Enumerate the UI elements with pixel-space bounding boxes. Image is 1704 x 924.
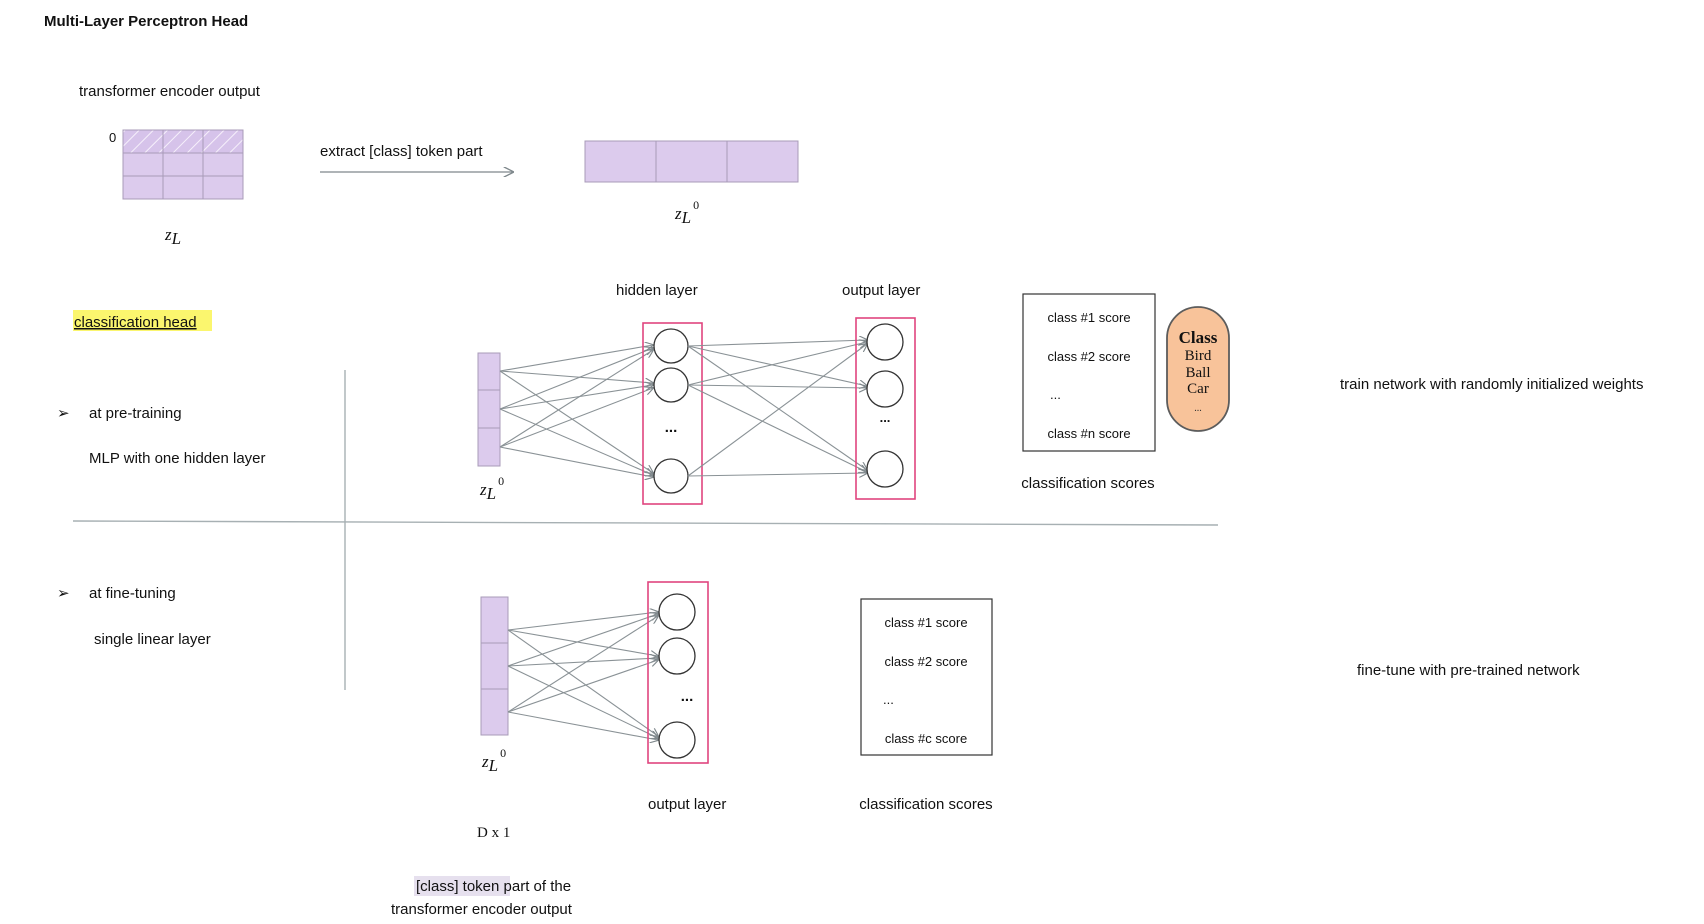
hidden-ellipsis: ...	[665, 419, 678, 436]
hidden-node	[653, 458, 689, 494]
pretraining-heading: at pre-training	[89, 405, 182, 422]
pretraining-note: train network with randomly initialized …	[1340, 376, 1643, 393]
badge-item: Ball	[1186, 365, 1211, 381]
footer-highlight: [class] token	[416, 878, 499, 895]
finetuning-input-var: zL0	[481, 746, 506, 775]
footer-line1: [class] token part of the	[416, 878, 571, 895]
finetuning-input-vector	[480, 596, 509, 736]
output-node	[866, 370, 904, 408]
output-node	[866, 450, 904, 488]
footer-highlight-bg	[414, 876, 510, 896]
classification-head-label: classification head	[74, 314, 197, 331]
hidden-node	[653, 328, 689, 364]
extract-var: zL0	[674, 198, 699, 227]
scores-box-pretraining	[1022, 293, 1156, 452]
output-node	[658, 637, 696, 675]
pretraining-input-var: zL0	[479, 474, 504, 503]
hidden-layer-frame	[642, 322, 703, 505]
score-item: class #2 score	[884, 654, 967, 669]
page-title: Multi-Layer Perceptron Head	[44, 13, 248, 30]
encoder-row-index: 0	[109, 130, 116, 145]
class-badge: Class Bird Ball Car ...	[1166, 306, 1230, 432]
score-item: class #1 score	[884, 615, 967, 630]
class-token-vector	[584, 140, 799, 183]
output-layer-label-pretraining: output layer	[842, 282, 920, 299]
badge-title: Class	[1179, 328, 1218, 347]
badge-item: Bird	[1185, 348, 1212, 364]
score-item: class #2 score	[1047, 349, 1130, 364]
hidden-layer-label: hidden layer	[616, 282, 698, 299]
finetuning-subheading: single linear layer	[94, 631, 211, 648]
pretraining-connections-hidden-output	[687, 340, 867, 476]
output-layer-label-finetuning: output layer	[648, 796, 726, 813]
pretraining-input-vector	[477, 352, 501, 467]
output-node	[658, 593, 696, 631]
output-layer-frame-finetuning	[647, 581, 709, 764]
vector-dims: D x 1	[477, 825, 510, 841]
hidden-node	[653, 367, 689, 403]
finetuning-heading: at fine-tuning	[89, 585, 176, 602]
encoder-matrix	[122, 129, 244, 200]
scores-caption-pretraining: classification scores	[1021, 475, 1154, 492]
classification-head-highlight	[73, 310, 212, 331]
output-node	[658, 721, 696, 759]
finetuning-bullet: ➢	[57, 585, 70, 602]
output-node	[866, 323, 904, 361]
encoder-var: zL	[164, 225, 181, 248]
pretraining-bullet: ➢	[57, 405, 70, 422]
score-item: class #c score	[885, 731, 967, 746]
badge-more: ...	[1194, 403, 1202, 414]
score-item: ...	[1050, 387, 1061, 402]
footer-rest: part of the	[499, 878, 571, 895]
score-item: ...	[883, 692, 894, 707]
footer-line2: transformer encoder output	[391, 901, 573, 918]
output-layer-frame-pretraining	[855, 317, 916, 500]
scores-box-finetuning	[860, 598, 993, 756]
output-ellipsis-finetuning: ...	[681, 688, 694, 705]
horizontal-divider	[72, 520, 1219, 526]
finetuning-connections	[507, 612, 658, 740]
score-item: class #n score	[1047, 426, 1130, 441]
encoder-caption: transformer encoder output	[79, 83, 261, 100]
finetuning-note: fine-tune with pre-trained network	[1357, 662, 1580, 679]
output-ellipsis-pretraining: ...	[880, 410, 891, 425]
pretraining-connections-input-hidden	[499, 345, 653, 477]
extract-label: extract [class] token part	[320, 143, 483, 160]
badge-item: Car	[1187, 381, 1209, 397]
score-item: class #1 score	[1047, 310, 1130, 325]
scores-caption-finetuning: classification scores	[859, 796, 992, 813]
pretraining-subheading: MLP with one hidden layer	[89, 450, 266, 467]
